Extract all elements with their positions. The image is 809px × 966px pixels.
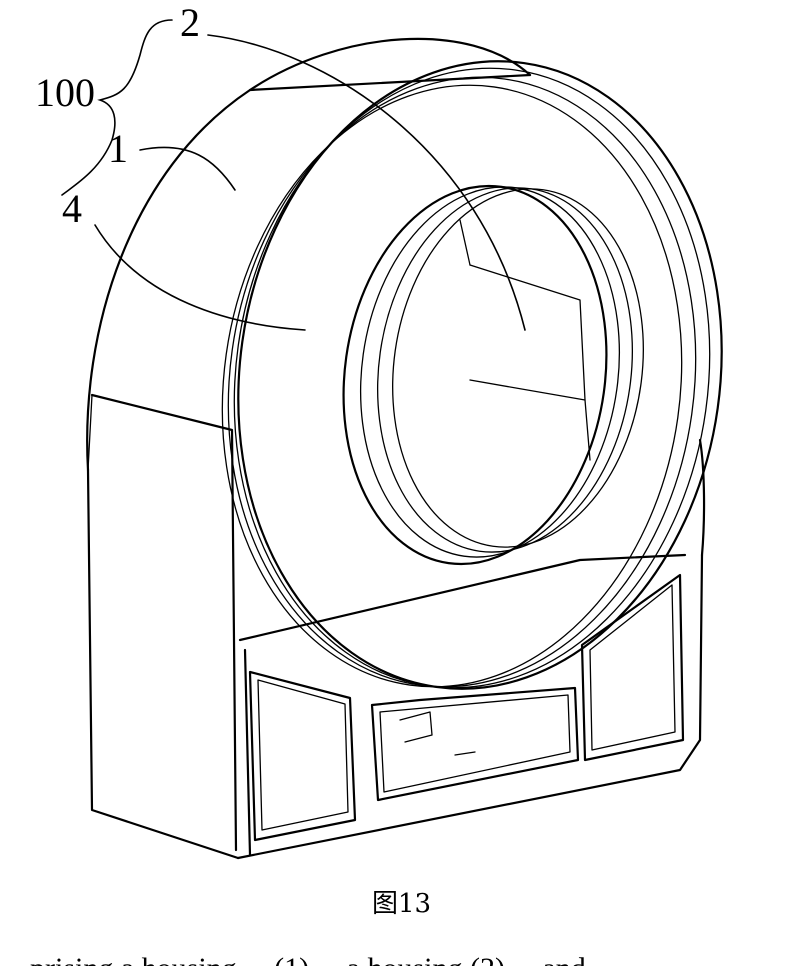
front-ring (184, 30, 761, 721)
housing-body (87, 39, 704, 858)
base-frame (240, 555, 685, 855)
figure-caption: 图13 (372, 889, 431, 919)
inner-bore (320, 169, 666, 581)
label-2: 2 (180, 0, 200, 45)
cut-off-text-line: ... prising a housing ... (1) ... a hous… (0, 952, 616, 966)
label-100: 100 (35, 70, 95, 115)
label-1: 1 (108, 126, 128, 171)
leader-1 (140, 147, 235, 190)
label-4: 4 (62, 186, 82, 231)
leader-4 (95, 225, 305, 330)
